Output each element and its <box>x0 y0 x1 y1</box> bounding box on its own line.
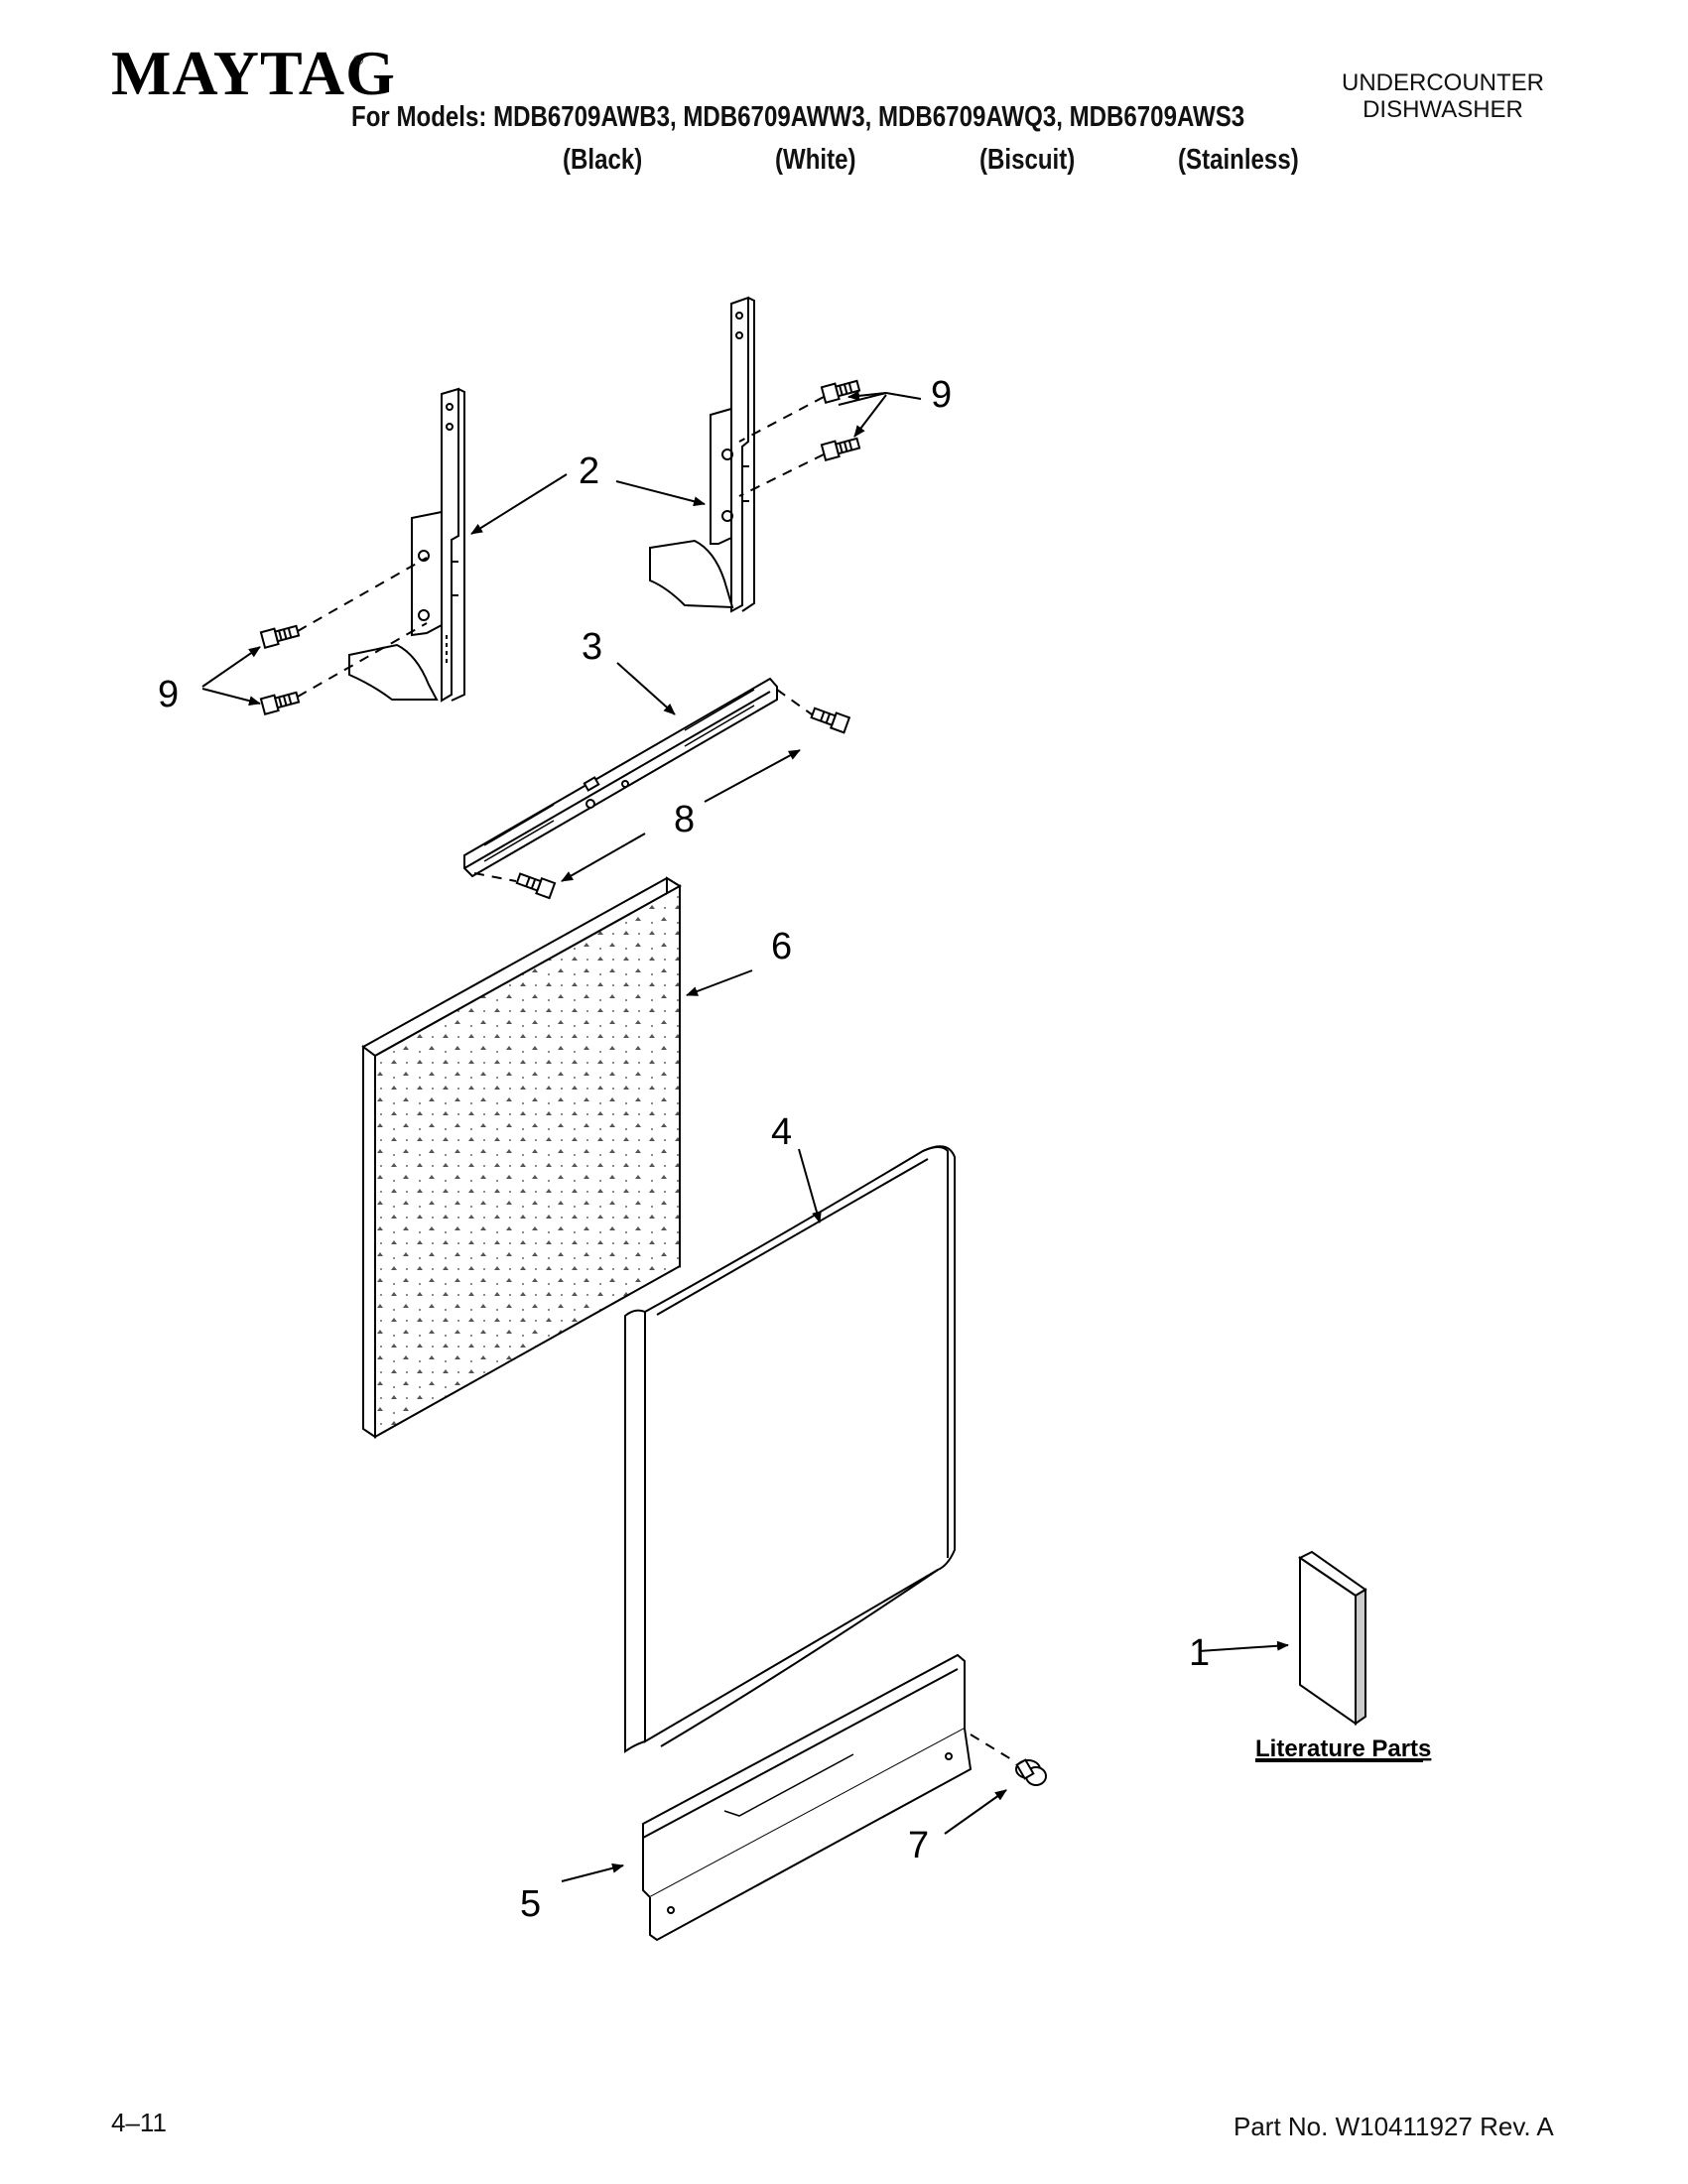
page-code: 4–11 <box>111 2108 167 2137</box>
brace-screw-guides <box>473 689 813 882</box>
brand-logo: MAYTAG <box>111 38 396 108</box>
product-line-2: DISHWASHER <box>1363 96 1523 123</box>
door-brace-bar <box>463 677 778 878</box>
registered-mark: ® <box>353 52 364 67</box>
callout-5: 5 <box>520 1883 541 1925</box>
callout-2: 2 <box>579 450 599 492</box>
color-white: (White) <box>775 144 856 176</box>
toe-kick-panel <box>642 1653 973 1942</box>
door-insulation-panel <box>361 876 682 1439</box>
color-black: (Black) <box>563 144 643 176</box>
callout-leaders <box>201 390 1289 1882</box>
literature-booklet <box>1298 1550 1367 1726</box>
callout-7: 7 <box>908 1825 929 1866</box>
clip-guide-line <box>970 1734 1017 1763</box>
callout-4: 4 <box>771 1111 792 1153</box>
screw-guide-lines <box>297 396 825 698</box>
color-stainless: (Stainless) <box>1178 144 1299 176</box>
color-biscuit: (Biscuit) <box>979 144 1076 176</box>
left-hinge-bracket <box>348 387 465 703</box>
outer-door-panel <box>624 1145 956 1753</box>
right-hinge-bracket <box>649 296 755 613</box>
models-line: For Models: MDB6709AWB3, MDB6709AWW3, MD… <box>351 101 1245 133</box>
callout-1: 1 <box>1189 1632 1210 1674</box>
product-type: UNDERCOUNTER DISHWASHER <box>1342 69 1544 123</box>
part-number: Part No. W10411927 Rev. A <box>1234 2112 1554 2141</box>
literature-parts-label: Literature Parts <box>1255 1735 1431 1762</box>
brace-screws <box>515 707 851 900</box>
toe-kick-clip <box>1015 1758 1047 1786</box>
callout-6: 6 <box>771 926 792 967</box>
callout-8: 8 <box>674 799 695 840</box>
callout-9-lower: 9 <box>158 674 179 715</box>
callout-3: 3 <box>582 626 602 668</box>
product-line-1: UNDERCOUNTER <box>1342 69 1544 96</box>
callout-9-upper: 9 <box>931 374 952 416</box>
